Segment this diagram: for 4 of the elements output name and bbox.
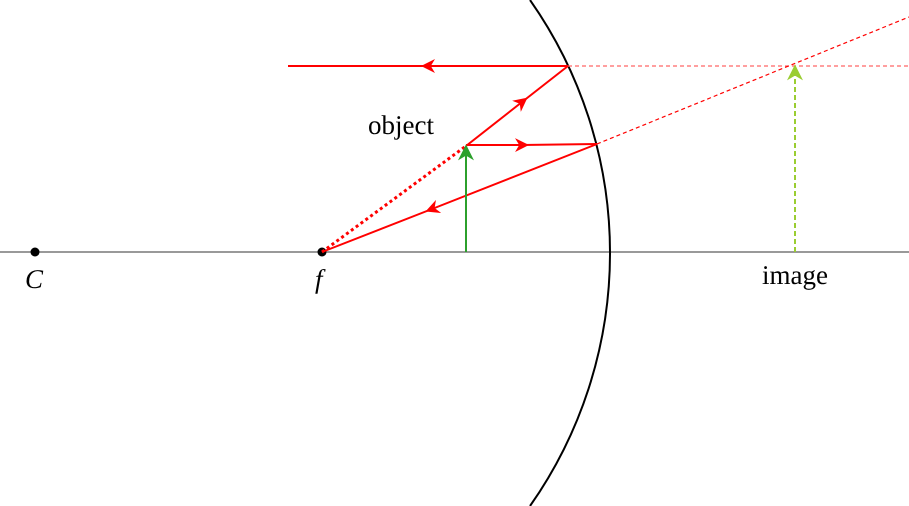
point-label: C (25, 266, 44, 293)
object-label: object (368, 112, 434, 139)
image-label: image (762, 262, 828, 289)
point-label: f (315, 266, 323, 293)
